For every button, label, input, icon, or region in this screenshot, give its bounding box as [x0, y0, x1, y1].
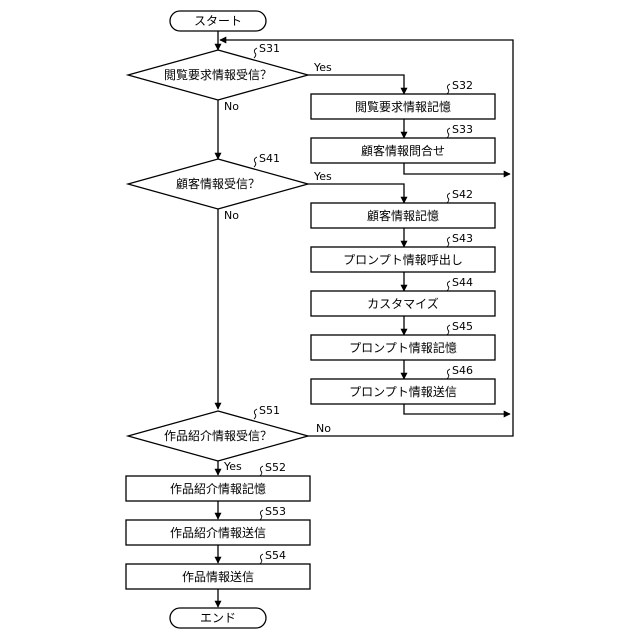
decision-s31-label: 閲覧要求情報受信？ [164, 68, 272, 82]
decision-s51-label: 作品紹介情報受信？ [164, 429, 272, 443]
decision-s41: 顧客情報受信？ S41 [128, 152, 308, 209]
step-id-s42: S42 [452, 188, 473, 201]
step-id-s46: S46 [452, 364, 473, 377]
step-id-s53: S53 [265, 505, 286, 518]
process-s46-label: プロンプト情報送信 [349, 384, 457, 399]
connector-s46-loop [404, 404, 510, 414]
step-id-s51: S51 [259, 404, 280, 417]
process-s54-label: 作品情報送信 [182, 569, 254, 584]
step-id-s44: S44 [452, 276, 473, 289]
step-id-s33: S33 [452, 123, 473, 136]
branch-yes-s51: Yes [223, 460, 242, 473]
connector-s41-yes [308, 184, 404, 203]
process-s43: プロンプト情報呼出し S43 [311, 232, 495, 272]
step-id-s41: S41 [259, 152, 280, 165]
step-id-s32: S32 [452, 79, 473, 92]
process-s45-label: プロンプト情報記憶 [349, 340, 457, 355]
process-s44: カスタマイズ S44 [311, 276, 495, 316]
process-s43-label: プロンプト情報呼出し [343, 253, 463, 267]
process-s33: 顧客情報問合せ S33 [311, 123, 495, 163]
start-terminal: スタート [170, 11, 266, 31]
process-s53-label: 作品紹介情報送信 [170, 525, 266, 540]
end-terminal: エンド [170, 608, 266, 628]
process-s52-label: 作品紹介情報記憶 [170, 481, 266, 496]
connector-s33-loop [404, 163, 510, 174]
process-s44-label: カスタマイズ [367, 296, 439, 311]
process-s32-label: 閲覧要求情報記憶 [355, 99, 451, 114]
branch-yes-s31: Yes [313, 61, 332, 74]
process-s42-label: 顧客情報記憶 [367, 208, 439, 223]
branch-no-s51: No [316, 422, 331, 435]
process-s42: 顧客情報記憶 S42 [311, 188, 495, 228]
step-id-s54: S54 [265, 549, 286, 562]
decision-s41-label: 顧客情報受信？ [176, 176, 260, 191]
step-id-s43: S43 [452, 232, 473, 245]
connector-s31-yes [308, 75, 404, 94]
process-s33-label: 顧客情報問合せ [361, 143, 445, 158]
branch-no-s31: No [224, 100, 239, 113]
branch-no-s41: No [224, 209, 239, 222]
end-label: エンド [200, 611, 236, 625]
step-id-s45: S45 [452, 320, 473, 333]
step-id-s31: S31 [259, 42, 280, 55]
branch-yes-s41: Yes [313, 170, 332, 183]
step-id-s52: S52 [265, 461, 286, 474]
start-label: スタート [194, 14, 242, 28]
process-s46: プロンプト情報送信 S46 [311, 364, 495, 404]
process-s45: プロンプト情報記憶 S45 [311, 320, 495, 360]
process-s32: 閲覧要求情報記憶 S32 [311, 79, 495, 119]
decision-s51: 作品紹介情報受信？ S51 [128, 404, 308, 461]
decision-s31: 閲覧要求情報受信？ S31 [128, 42, 308, 100]
